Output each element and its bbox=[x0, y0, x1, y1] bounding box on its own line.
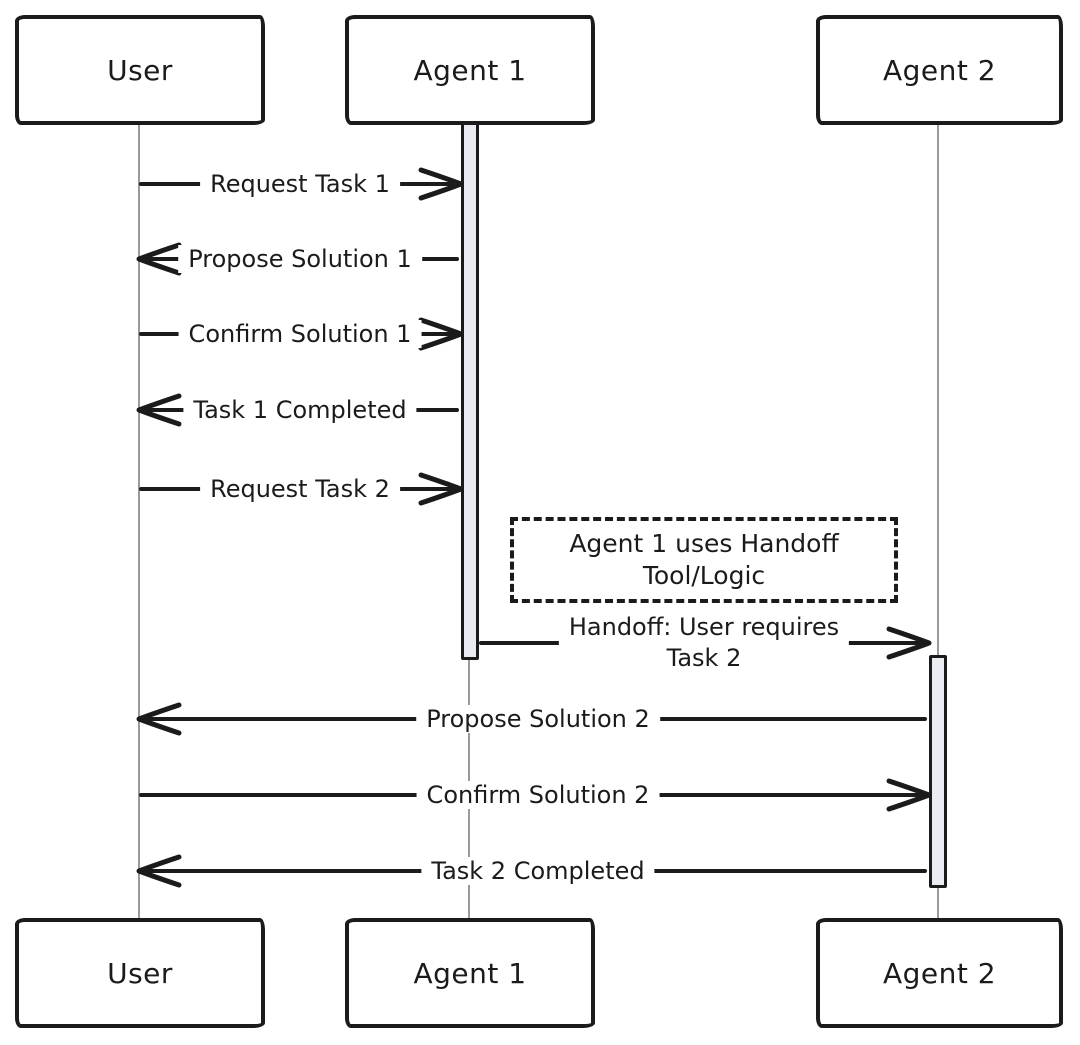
arrowhead-left-icon bbox=[136, 854, 182, 888]
activation-bar-agent2 bbox=[929, 655, 947, 888]
note-text-line-1: Agent 1 uses Handoff bbox=[569, 529, 839, 558]
message-label: Request Task 2 bbox=[200, 475, 400, 503]
note-text-line-2: Tool/Logic bbox=[642, 561, 766, 590]
lifeline-user bbox=[138, 123, 140, 918]
message-label: Propose Solution 1 bbox=[178, 245, 422, 273]
note-box-handoff-tool: Agent 1 uses Handoff Tool/Logic bbox=[510, 517, 898, 603]
actor-box-agent2-top: Agent 2 bbox=[816, 15, 1063, 125]
message-label: Confirm Solution 2 bbox=[416, 781, 660, 809]
actor-label: Agent 1 bbox=[413, 53, 527, 87]
actor-label: Agent 1 bbox=[413, 956, 527, 990]
arrowhead-left-icon bbox=[136, 393, 182, 427]
actor-label: Agent 2 bbox=[882, 53, 997, 87]
arrowhead-right-icon bbox=[418, 317, 464, 351]
message-label: Propose Solution 2 bbox=[416, 705, 660, 733]
actor-box-user-top: User bbox=[15, 15, 265, 125]
message-label-line-1: Handoff: User requires bbox=[568, 613, 840, 641]
arrowhead-right-icon bbox=[886, 626, 932, 660]
actor-box-agent2-bottom: Agent 2 bbox=[816, 918, 1063, 1028]
message-label-line-2: Task 2 bbox=[666, 644, 742, 672]
message-label: Confirm Solution 1 bbox=[178, 320, 422, 348]
arrowhead-right-icon bbox=[418, 472, 464, 506]
arrowhead-right-icon bbox=[418, 167, 464, 201]
actor-label: User bbox=[107, 53, 173, 87]
lifeline-agent2 bbox=[937, 123, 939, 918]
message-label: Task 1 Completed bbox=[183, 396, 417, 424]
message-label: Request Task 1 bbox=[200, 170, 400, 198]
actor-label: Agent 2 bbox=[882, 956, 997, 990]
arrowhead-right-icon bbox=[886, 778, 932, 812]
actor-box-agent1-bottom: Agent 1 bbox=[345, 918, 595, 1028]
actor-box-agent1-top: Agent 1 bbox=[345, 15, 595, 125]
message-label: Task 2 Completed bbox=[421, 857, 655, 885]
activation-bar-agent1 bbox=[461, 120, 479, 660]
arrowhead-left-icon bbox=[136, 242, 182, 276]
arrowhead-left-icon bbox=[136, 702, 182, 736]
message-label: Handoff: User requires Task 2 bbox=[558, 612, 850, 674]
actor-label: User bbox=[107, 956, 173, 990]
actor-box-user-bottom: User bbox=[15, 918, 265, 1028]
